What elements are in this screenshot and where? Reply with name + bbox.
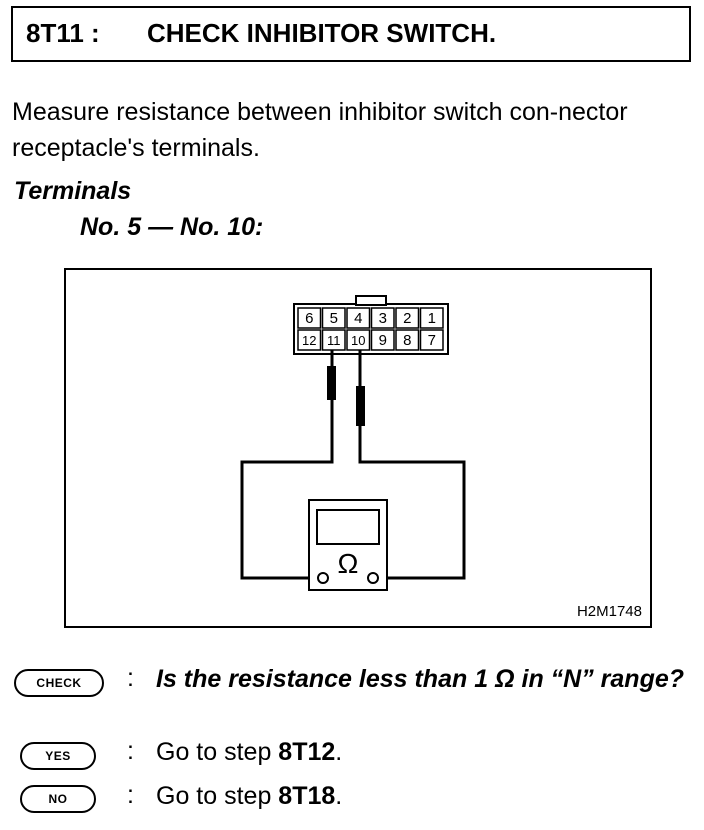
meter-terminal-left bbox=[317, 572, 329, 584]
yes-icon: YES bbox=[20, 742, 96, 770]
terminal-label-2: 2 bbox=[403, 310, 411, 327]
instruction-text: Measure resistance between inhibitor swi… bbox=[12, 98, 628, 162]
no-icon: NO bbox=[20, 785, 96, 813]
check-question: Is the resistance less than 1 Ω in “N” r… bbox=[156, 665, 685, 693]
terminal-label-10: 10 bbox=[351, 333, 365, 348]
terminal-cell-10 bbox=[346, 329, 371, 351]
terminal-cell-4 bbox=[346, 307, 371, 329]
lead-wire-right bbox=[358, 426, 466, 580]
yes-colon: : bbox=[127, 737, 134, 765]
terminal-cell-5 bbox=[321, 307, 346, 329]
check-icon: CHECK bbox=[14, 669, 104, 697]
terminal-cell-12 bbox=[297, 329, 322, 351]
terminal-label-4: 4 bbox=[354, 310, 362, 327]
terminal-cell-9 bbox=[370, 329, 395, 351]
terminal-label-5: 5 bbox=[330, 310, 338, 327]
probe-left bbox=[327, 366, 336, 400]
probe-right bbox=[356, 386, 365, 426]
terminal-cell-3 bbox=[370, 307, 395, 329]
ohm-symbol: Ω bbox=[338, 548, 359, 579]
meter-terminal-right bbox=[367, 572, 379, 584]
terminal-cell-11 bbox=[321, 329, 346, 351]
terminal-cell-7 bbox=[419, 329, 444, 351]
terminals-heading: Terminals bbox=[14, 177, 132, 205]
terminal-cell-8 bbox=[395, 329, 420, 351]
terminal-cell-2 bbox=[395, 307, 420, 329]
terminal-label-1: 1 bbox=[428, 310, 436, 327]
terminal-label-9: 9 bbox=[379, 332, 387, 349]
terminal-label-3: 3 bbox=[379, 310, 387, 327]
step-title: CHECK INHIBITOR SWITCH. bbox=[147, 18, 497, 48]
no-step-link[interactable]: 8T18 bbox=[278, 782, 336, 810]
terminal-label-8: 8 bbox=[403, 332, 411, 349]
terminal-cell-1 bbox=[419, 307, 444, 329]
step-code: 8T11 : bbox=[26, 18, 100, 48]
terminal-label-6: 6 bbox=[305, 310, 313, 327]
terminals-pair: No. 5 — No. 10: bbox=[80, 213, 264, 241]
check-colon: : bbox=[127, 664, 134, 692]
terminal-label-12: 12 bbox=[302, 333, 316, 348]
terminal-label-11: 11 bbox=[327, 333, 341, 348]
lead-wire-left bbox=[240, 400, 334, 580]
yes-instruction: Go to step 8T12. bbox=[156, 738, 343, 766]
terminal-cell-6 bbox=[297, 307, 322, 329]
figure-code: H2M1748 bbox=[576, 603, 642, 620]
no-colon: : bbox=[127, 781, 134, 809]
yes-step-link[interactable]: 8T12 bbox=[278, 738, 336, 766]
ohmmeter-display bbox=[316, 509, 380, 545]
connector-latch bbox=[355, 295, 387, 306]
step-header-box: 8T11 : CHECK INHIBITOR SWITCH. bbox=[11, 6, 691, 62]
no-instruction: Go to step 8T18. bbox=[156, 782, 343, 810]
terminal-label-7: 7 bbox=[428, 332, 436, 349]
